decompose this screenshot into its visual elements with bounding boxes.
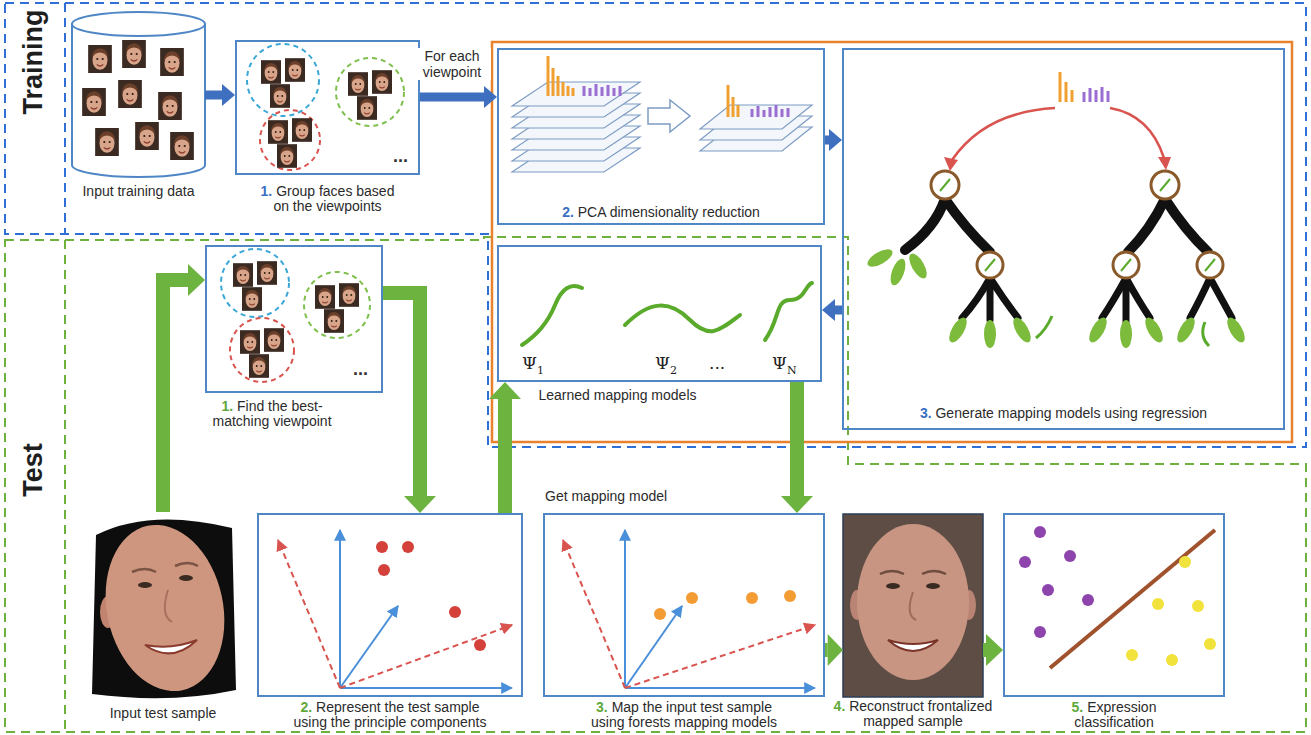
arrow-shaft (498, 399, 512, 513)
node-text: ... (709, 353, 725, 373)
node-text: Reconstruct frontalized mapped sample (849, 698, 992, 729)
step-box: 3.Generate mapping models using regressi… (842, 48, 1285, 430)
step-number: 1. (261, 183, 273, 199)
text-block: ... (353, 359, 368, 380)
arrow-shaft (825, 643, 828, 657)
text-block: Ψ (522, 353, 537, 373)
plot-box: Get mapping model3.Map the input test sa… (543, 513, 825, 697)
caption: 1.Find the best-matching viewpoint (202, 399, 342, 429)
caption: 2.PCA dimensionality reduction (499, 205, 823, 220)
node-text: Expression classification (1074, 699, 1156, 730)
node-text: Map the input test sample using forests … (591, 699, 777, 730)
step-number: 2. (562, 204, 574, 220)
node-text: Ψ (655, 353, 670, 373)
flow-arrow (420, 86, 497, 108)
text-block: ... (709, 353, 725, 373)
caption: 3.Generate mapping models using regressi… (844, 406, 1283, 421)
step-box: 2.PCA dimensionality reduction (497, 48, 825, 225)
flow-arrow (822, 299, 842, 321)
node-text: ... (393, 146, 408, 166)
node-text: Get mapping model (545, 488, 667, 504)
step-box: ...1.Group faces based on the viewpoints (235, 40, 420, 175)
node-text: Group faces based on the viewpoints (273, 183, 394, 214)
arrow-head (222, 84, 235, 106)
text-block: N (787, 364, 797, 377)
caption: Learned mapping models (518, 388, 718, 403)
step-number: 5. (1072, 699, 1084, 715)
caption: 2.Represent the test sample using the pr… (288, 700, 493, 730)
arrow-head (829, 129, 842, 151)
step-number: 3. (920, 405, 932, 421)
node-text: Ψ (772, 353, 787, 373)
step-number: 3. (596, 699, 608, 715)
flow-arrow (205, 84, 235, 106)
arrow-head (781, 496, 813, 513)
step-number: 2. (300, 699, 312, 715)
arrow-head (404, 496, 436, 513)
caption: 1.Group faces based on the viewpoints (255, 184, 400, 214)
caption: 4.Reconstruct frontalized mapped sample (816, 699, 1011, 729)
flow-arrow (489, 382, 521, 513)
node-text: 1 (537, 364, 544, 377)
face-image: Input test sample (88, 512, 238, 702)
arrow-shaft (205, 91, 222, 100)
node-text: Input test sample (110, 705, 217, 721)
node-text: Represent the test sample using the prin… (293, 699, 486, 730)
arrow-shaft (163, 280, 188, 512)
text-block: 1 (537, 364, 544, 377)
edge-label: For each viewpoint (413, 48, 491, 80)
arrow-head (828, 634, 843, 666)
arrow-head (188, 264, 205, 296)
text-block: Ψ (655, 353, 670, 373)
arrow-shaft (983, 643, 986, 657)
caption: 3.Map the input test sample using forest… (582, 700, 787, 730)
step-number: 1. (221, 398, 233, 414)
arrow-shaft (835, 306, 842, 315)
text-block: ... (393, 146, 408, 167)
flow-arrow (825, 129, 842, 151)
database-cylinder: Input training data (72, 12, 205, 177)
arrow-shaft (420, 93, 484, 102)
caption: Input test sample (88, 706, 238, 721)
flow-arrow (163, 264, 205, 512)
node-text: N (787, 364, 797, 377)
arrow-head (484, 86, 497, 108)
plot-box: 2.Represent the test sample using the pr… (257, 513, 523, 697)
flow-arrow (983, 634, 1003, 666)
text-block: Get mapping model (545, 488, 667, 504)
node-text: ... (353, 359, 368, 379)
caption: 5.Expression classification (1052, 700, 1177, 730)
node-text: Generate mapping models using regression (935, 405, 1207, 421)
region-label: Test (18, 443, 49, 497)
face-image: 4.Reconstruct frontalized mapped sample (843, 514, 983, 697)
arrow-head (489, 382, 521, 399)
node-text: PCA dimensionality reduction (578, 204, 760, 220)
text-block: 2 (670, 364, 677, 377)
region-label: Training (18, 9, 49, 114)
arrow-shaft (383, 293, 420, 496)
flow-arrow (825, 634, 843, 666)
arrow-shaft (825, 136, 829, 145)
node-text: Learned mapping models (539, 387, 697, 403)
node-text: Input training data (82, 183, 194, 199)
node-text: Ψ (522, 353, 537, 373)
arrow-head (822, 299, 835, 321)
step-box: ...1.Find the best-matching viewpoint (205, 245, 383, 393)
model-box: Ψ1Ψ2...ΨNLearned mapping models (497, 245, 822, 382)
arrow-shaft (790, 382, 804, 496)
flow-arrow (383, 293, 436, 513)
arrow-head (986, 634, 1003, 666)
flow-arrow (781, 382, 813, 513)
node-text: 2 (670, 364, 677, 377)
caption: Input training data (54, 184, 224, 199)
text-block: Ψ (772, 353, 787, 373)
step-number: 4. (834, 698, 846, 714)
plot-box: 5.Expression classification (1003, 513, 1225, 697)
